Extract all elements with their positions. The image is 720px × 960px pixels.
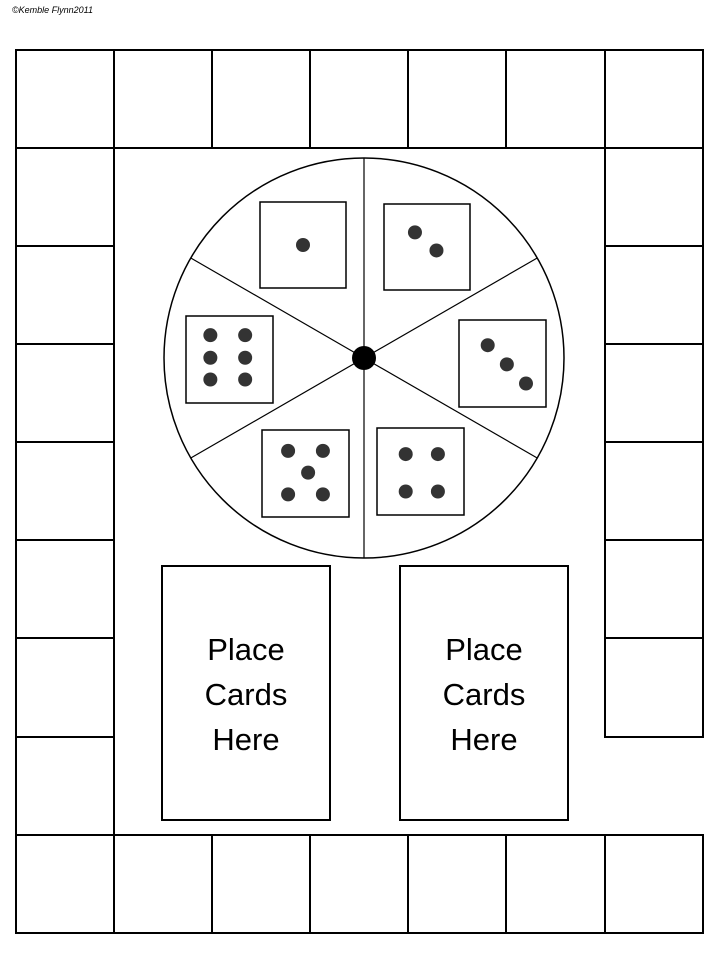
card-zone-right-label: Place Cards Here <box>400 627 568 762</box>
die-pip <box>238 328 253 343</box>
board-square-top <box>604 49 704 149</box>
board-square-bottom <box>15 834 115 934</box>
die-pip <box>238 350 253 365</box>
board-square-right <box>604 245 704 345</box>
die-pip <box>281 487 296 502</box>
board-square-top <box>407 49 507 149</box>
board-square-bottom <box>309 834 409 934</box>
board-path <box>15 49 704 934</box>
board-square-top <box>211 49 311 149</box>
die-pip <box>315 487 330 502</box>
board-square-left <box>15 147 115 247</box>
die-face-border <box>376 427 465 516</box>
die-face-border <box>185 315 274 404</box>
board-square-right <box>604 539 704 639</box>
die-face-border <box>383 203 471 291</box>
spinner-divider <box>190 357 365 459</box>
card-zone-right-line3: Here <box>450 722 518 757</box>
die-pip <box>203 372 218 387</box>
card-zone-left-line2: Cards <box>204 677 288 712</box>
card-zone-right-line1: Place <box>445 632 523 667</box>
card-zone-left-line1: Place <box>207 632 285 667</box>
die-pip <box>203 328 218 343</box>
die-pip <box>398 484 413 499</box>
board-square-left <box>15 441 115 541</box>
die-pip <box>315 443 330 458</box>
die-face-5 <box>261 429 350 518</box>
board-square-bottom <box>113 834 213 934</box>
die-pip <box>398 447 413 462</box>
card-zone-left-label: Place Cards Here <box>162 627 330 762</box>
board-square-left <box>15 637 115 738</box>
board-square-top <box>505 49 606 149</box>
dice-spinner[interactable] <box>163 157 565 559</box>
die-pip <box>407 225 422 240</box>
board-square-right <box>604 343 704 443</box>
die-pip <box>281 443 296 458</box>
board-square-bottom <box>505 834 606 934</box>
die-pip <box>238 372 253 387</box>
die-pip <box>429 243 444 258</box>
die-face-3 <box>458 319 547 408</box>
die-pip <box>301 465 316 480</box>
board-square-bottom <box>604 834 704 934</box>
die-pip <box>430 447 445 462</box>
spinner-divider <box>363 357 538 459</box>
die-face-4 <box>376 427 465 516</box>
board-square-left <box>15 736 115 836</box>
board-square-right <box>604 147 704 247</box>
spinner-center-pin[interactable] <box>352 346 376 370</box>
card-zone-right-line2: Cards <box>442 677 526 712</box>
spinner-divider <box>363 257 538 359</box>
board-square-top <box>113 49 213 149</box>
board-square-top <box>309 49 409 149</box>
die-pip <box>430 484 445 499</box>
die-face-6 <box>185 315 274 404</box>
die-pip <box>518 376 533 391</box>
spinner-divider <box>190 257 365 359</box>
die-face-1 <box>259 201 347 289</box>
die-pip <box>203 350 218 365</box>
copyright-text: ©Kemble Flynn2011 <box>12 5 94 15</box>
board-square-bottom <box>407 834 507 934</box>
die-face-2 <box>383 203 471 291</box>
board-square-left <box>15 343 115 443</box>
board-square-top <box>15 49 115 149</box>
board-square-right <box>604 441 704 541</box>
die-pip <box>499 357 514 372</box>
board-square-bottom <box>211 834 311 934</box>
die-pip <box>480 338 495 353</box>
board-square-left <box>15 539 115 639</box>
board-square-right <box>604 637 704 738</box>
die-pip <box>296 238 310 252</box>
board-square-left <box>15 245 115 345</box>
card-zone-left-line3: Here <box>212 722 280 757</box>
card-zone-right[interactable] <box>399 565 569 821</box>
card-zone-left[interactable] <box>161 565 331 821</box>
